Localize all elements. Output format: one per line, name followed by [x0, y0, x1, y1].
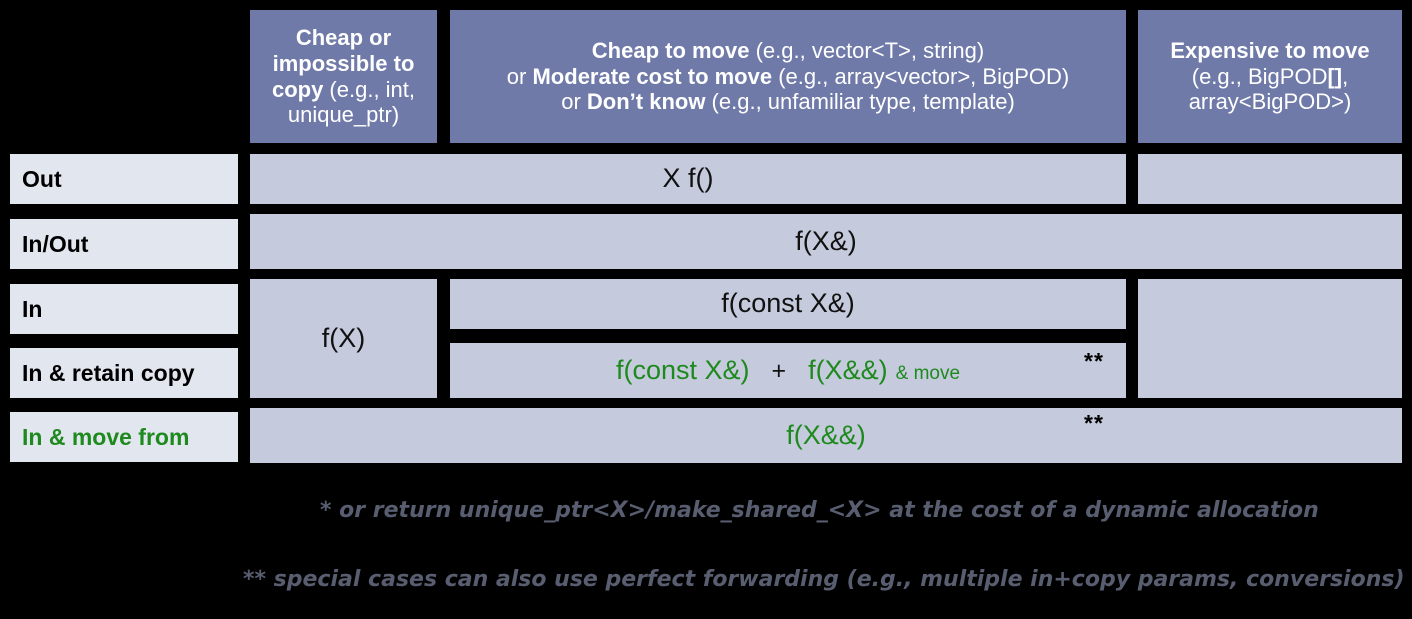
header-move-line-3: or Don’t know (e.g., unfamiliar type, te… [561, 89, 1015, 115]
cell-in-cheapcopy-f-x: f(X) [250, 279, 437, 398]
header-move-l2-prefix: or [506, 63, 533, 89]
row-label-in-move-from: In & move from [10, 412, 238, 462]
row-label-in-retain-copy-text: In & retain copy [22, 359, 195, 386]
header-expensive-strong: Expensive to move [1170, 38, 1370, 64]
header-expensive-light-1: (e.g., BigPOD [1191, 63, 1328, 89]
header-move-line-2: or Moderate cost to move (e.g., array<ve… [507, 64, 1069, 90]
header-expensive-strong-2: [] [1327, 63, 1343, 89]
cell-move-from-f-xrefref: f(X&&) [250, 408, 1402, 463]
cell-move-from-f-xrefref-text: f(X&&) [786, 419, 866, 450]
cell-inout-f-xref: f(X&) [250, 214, 1402, 269]
header-cheap-or-moderate-to-move: Cheap to move (e.g., vector<T>, string) … [450, 10, 1126, 143]
header-move-l2-strong: Moderate cost to move [532, 63, 773, 89]
cell-out-x-f-text: X f() [662, 163, 714, 194]
cell-in-f-const-xref-text: f(const X&) [721, 288, 855, 319]
row-label-out-text: Out [22, 165, 62, 192]
header-expensive-light-2: , array<BigPOD>) [1188, 63, 1352, 115]
footnote-marker-retain-copy: ** [1084, 348, 1104, 374]
header-cheap-copy-strong: Cheap or impossible to copy [271, 25, 415, 102]
header-cheap-or-impossible-to-copy: Cheap or impossible to copy (e.g., int, … [250, 10, 437, 143]
header-move-l2-light: (e.g., array<vector>, BigPOD) [772, 63, 1070, 89]
cell-out-expensive-empty [1138, 154, 1402, 204]
footnote-single-star: * or return unique_ptr<X>/make_shared_<X… [320, 498, 1319, 523]
row-label-in-retain-copy: In & retain copy [10, 348, 238, 398]
cell-retain-copy-inline: f(const X&) + f(X&&) & move [616, 355, 960, 386]
header-cheap-copy-light: (e.g., int, unique_ptr) [287, 76, 416, 128]
header-move-l1-light: (e.g., vector<T>, string) [749, 38, 985, 64]
cell-in-cheapcopy-f-x-text: f(X) [321, 322, 366, 353]
cell-retain-copy-expression: f(const X&) + f(X&&) & move [450, 343, 1126, 398]
footnote-double-star: ** special cases can also use perfect fo… [243, 567, 1405, 592]
cell-retain-copy-suffix: & move [895, 362, 961, 384]
cell-retain-copy-part2: f(X&&) [808, 354, 888, 385]
cell-in-f-const-xref: f(const X&) [450, 279, 1126, 329]
cell-in-expensive-empty [1138, 279, 1402, 398]
cell-retain-copy-plus: + [771, 356, 787, 385]
header-move-l3-strong: Don’t know [586, 89, 706, 115]
header-expensive-to-move: Expensive to move (e.g., BigPOD[], array… [1138, 10, 1402, 143]
header-move-l1-strong: Cheap to move [591, 38, 750, 64]
header-move-l3-light: (e.g., unfamiliar type, template) [705, 89, 1015, 115]
row-label-out: Out [10, 154, 238, 204]
cell-inout-f-xref-text: f(X&) [795, 225, 857, 256]
row-label-in-out: In/Out [10, 219, 238, 269]
footnote-marker-move-from: ** [1084, 410, 1104, 436]
row-label-in-out-text: In/Out [22, 230, 89, 257]
row-label-in-move-from-text: In & move from [22, 423, 190, 450]
table-corner-blank [10, 10, 238, 143]
cell-out-x-f: X f() [250, 154, 1126, 204]
cell-retain-copy-part1: f(const X&) [615, 354, 750, 385]
row-label-in-text: In [22, 295, 43, 322]
header-move-line-1: Cheap to move (e.g., vector<T>, string) [592, 38, 984, 64]
row-label-in: In [10, 284, 238, 334]
header-move-l3-prefix: or [561, 89, 587, 115]
